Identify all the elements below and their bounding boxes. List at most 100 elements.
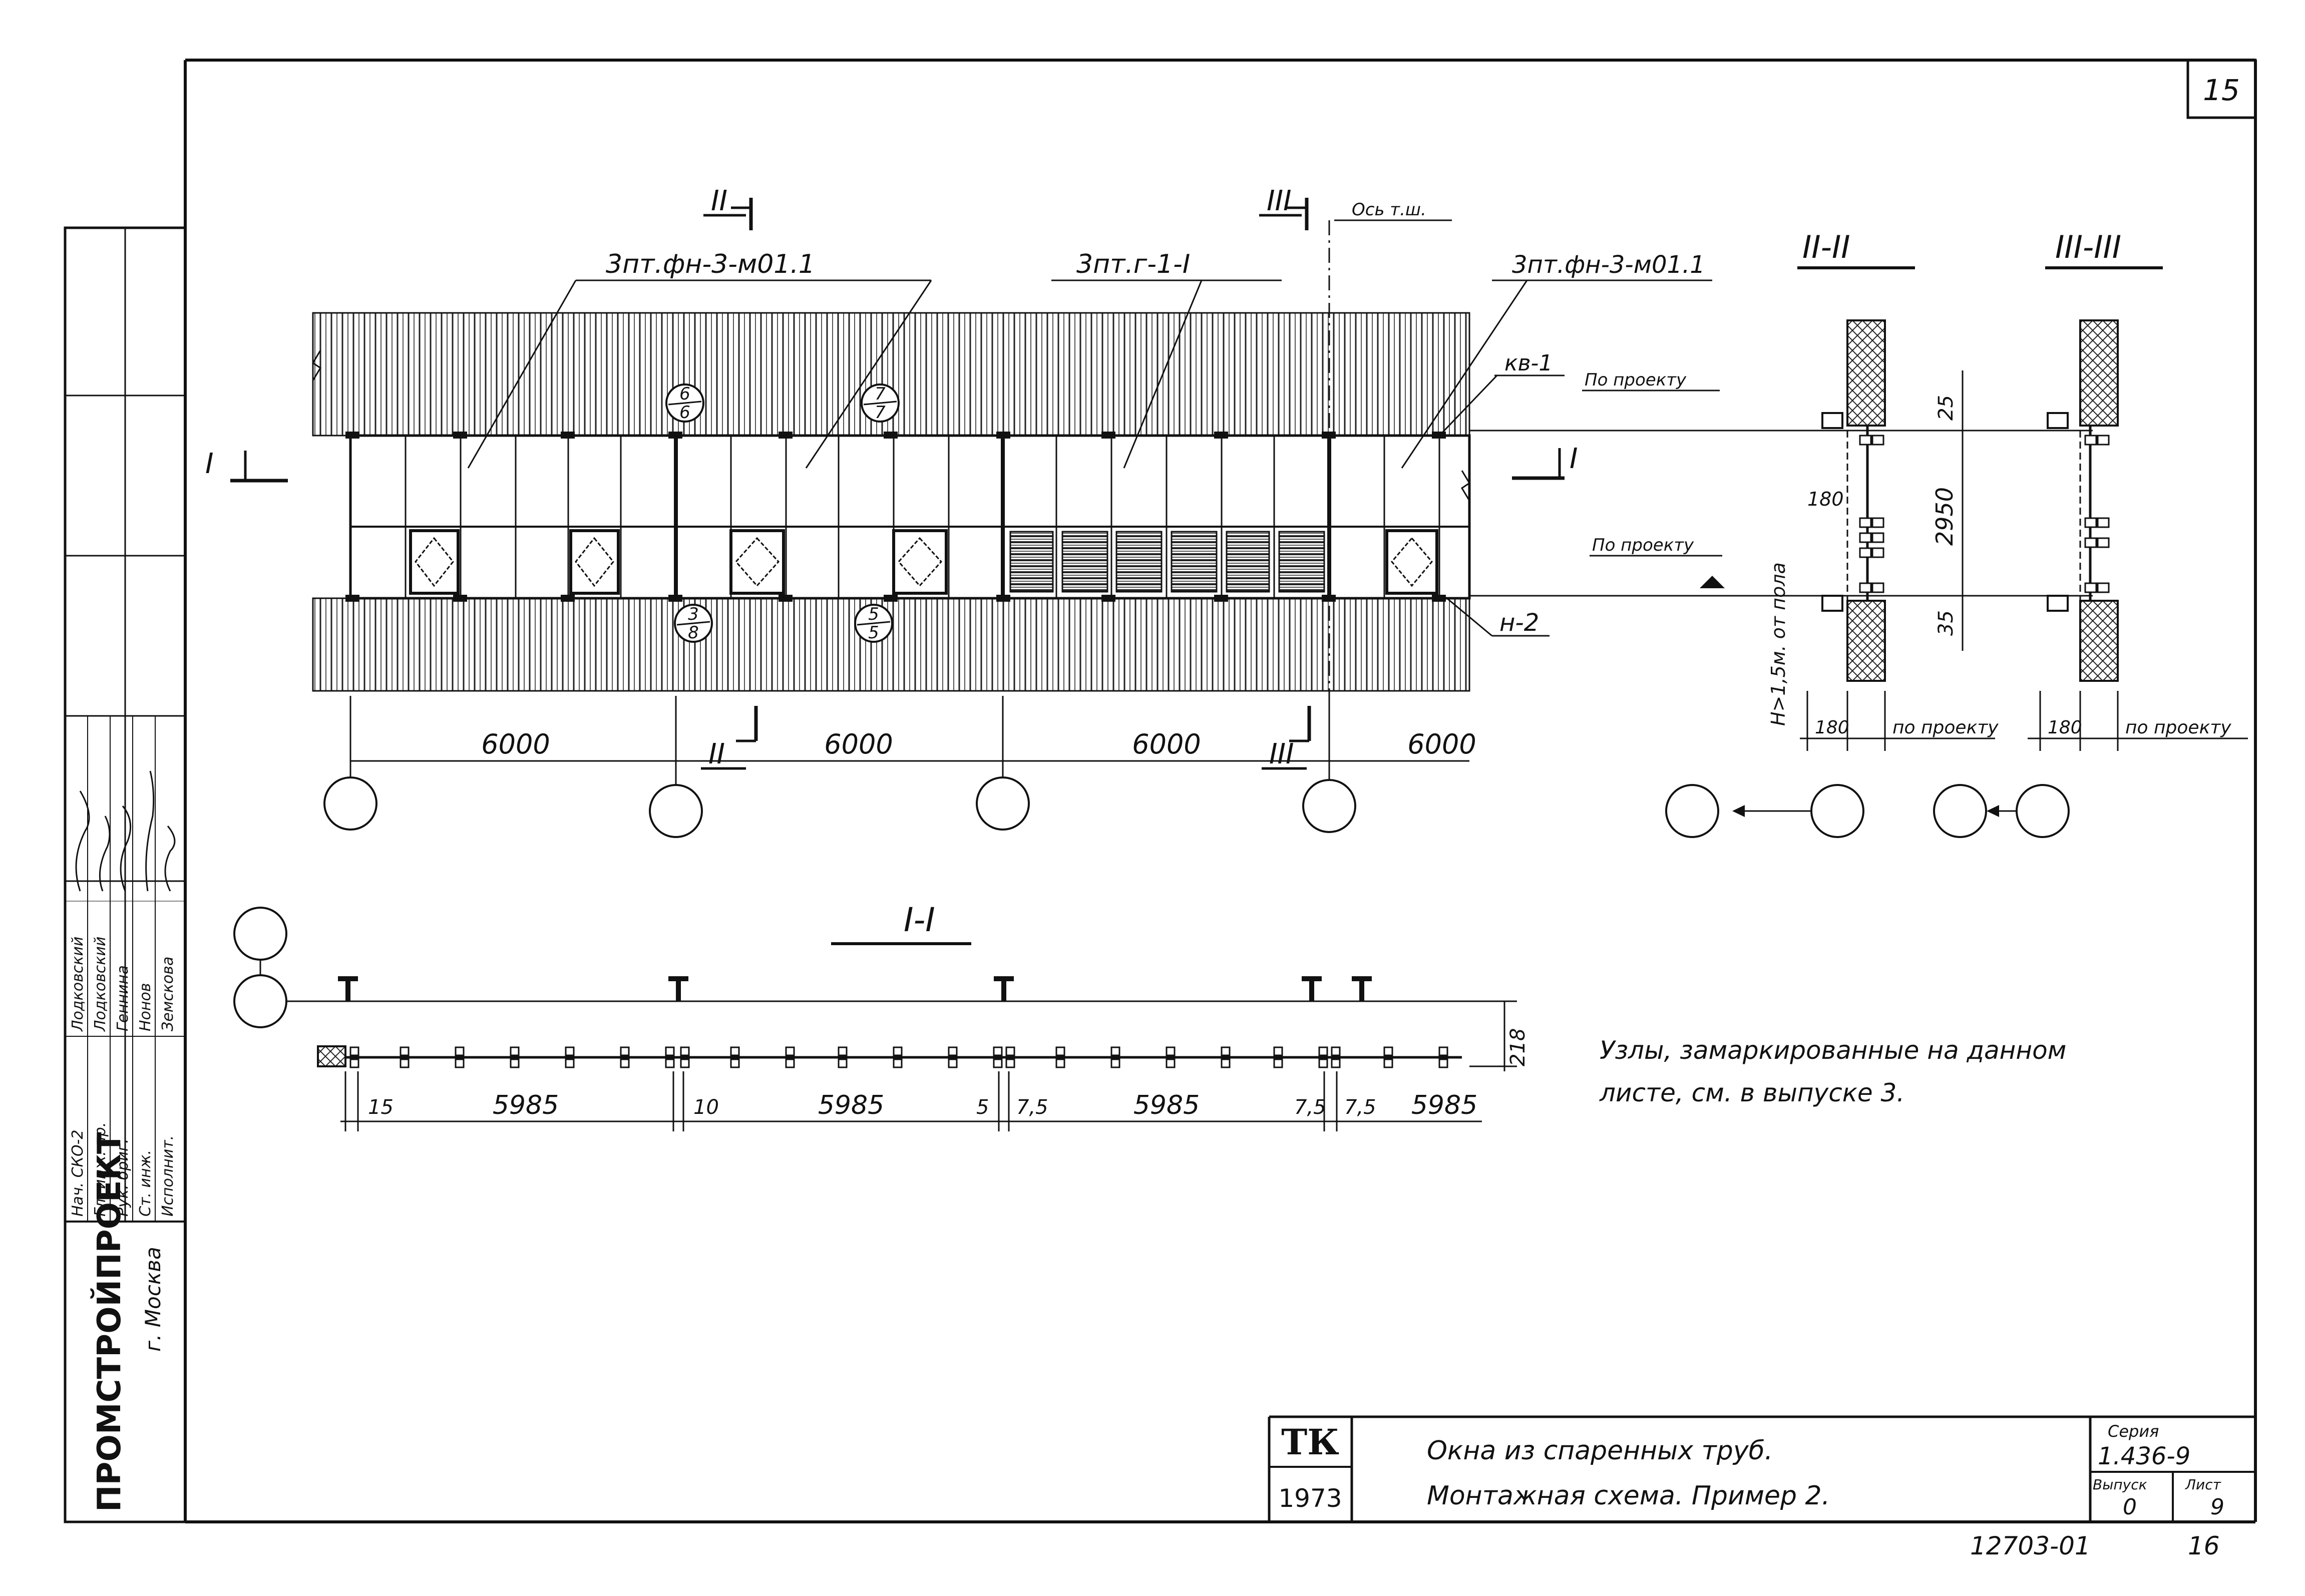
svg-text:3пт.фн-3-м01.1: 3пт.фн-3-м01.1 bbox=[606, 249, 815, 279]
svg-text:I: I bbox=[205, 448, 214, 480]
svg-text:по проекту: по проекту bbox=[1892, 717, 1999, 738]
svg-text:5985: 5985 bbox=[1133, 1090, 1200, 1120]
svg-text:6000: 6000 bbox=[1132, 728, 1201, 760]
svg-text:35: 35 bbox=[1935, 610, 1958, 636]
svg-text:н-2: н-2 bbox=[1499, 609, 1539, 637]
axis-bubble bbox=[233, 974, 287, 1028]
stamp-role-4: Исполнит. bbox=[159, 1135, 177, 1217]
title-line-1: Окна из спаренных труб. bbox=[1427, 1436, 1773, 1466]
svg-text:5985: 5985 bbox=[493, 1090, 559, 1120]
title-line-2: Монтажная схема. Пример 2. bbox=[1427, 1481, 1830, 1511]
sheet-number: 15 bbox=[2203, 73, 2240, 107]
section-mark-II-bottom: II bbox=[701, 706, 758, 770]
signature bbox=[99, 816, 111, 892]
svg-text:180: 180 bbox=[1815, 717, 1849, 738]
stamp-name-2: Геннина bbox=[114, 965, 132, 1031]
louver-panels bbox=[1009, 531, 1325, 593]
section-I-I: I-I bbox=[233, 901, 1529, 1131]
section-mark-I-left: I bbox=[205, 448, 288, 483]
stamp-name-1: Лодковский bbox=[92, 937, 109, 1032]
svg-text:6: 6 bbox=[679, 384, 690, 404]
svg-text:25: 25 bbox=[1935, 395, 1958, 421]
svg-text:7,5: 7,5 bbox=[1344, 1096, 1376, 1119]
section-I-title: I-I bbox=[904, 901, 935, 939]
stamp-name-4: Земскова bbox=[159, 957, 177, 1031]
node-callout: 5 5 bbox=[854, 604, 893, 643]
section-mark-II-top: II bbox=[703, 185, 753, 230]
node-callout: 7 7 bbox=[861, 383, 900, 423]
signature bbox=[164, 826, 176, 892]
node-callout: 6 6 bbox=[665, 383, 704, 423]
section-mark-III-bottom: III bbox=[1262, 706, 1311, 770]
note: Узлы, замаркированные на данном листе, с… bbox=[1599, 1036, 2066, 1107]
svg-text:по проекту: по проекту bbox=[2125, 717, 2231, 738]
drawing-code: 12703-01 bbox=[1970, 1531, 2091, 1560]
signature bbox=[120, 806, 132, 892]
title-block: ТК 1973 Окна из спаренных труб. Монтажна… bbox=[1268, 1415, 2255, 1522]
svg-text:5985: 5985 bbox=[818, 1090, 884, 1120]
elevation-view: Ось т.ш. II III I I II bbox=[205, 185, 1712, 838]
page-total: 16 bbox=[2188, 1531, 2220, 1560]
svg-text:6000: 6000 bbox=[824, 728, 893, 760]
svg-text:10: 10 bbox=[693, 1096, 719, 1119]
svg-text:I: I bbox=[1570, 443, 1578, 475]
issue-label: Выпуск bbox=[2093, 1476, 2147, 1493]
signature bbox=[145, 770, 155, 892]
svg-text:3: 3 bbox=[688, 604, 699, 624]
stamp-organization: ПРОМСТРОЙПРОЕКТ bbox=[90, 1132, 128, 1512]
svg-text:кв-1: кв-1 bbox=[1504, 350, 1553, 376]
node-callout: 3 8 bbox=[674, 604, 713, 643]
svg-text:5985: 5985 bbox=[1411, 1090, 1477, 1120]
sheet-number-box: 15 bbox=[2186, 59, 2257, 119]
series-label: Серия bbox=[2108, 1422, 2159, 1441]
vent-panels bbox=[409, 529, 1438, 595]
svg-text:5: 5 bbox=[976, 1096, 989, 1119]
svg-text:7,5: 7,5 bbox=[1294, 1096, 1326, 1119]
axis-label: Ось т.ш. bbox=[1352, 200, 1426, 220]
section-II-II: II-II По проекту По проекту Н>1,5м. от п… bbox=[1469, 229, 2093, 838]
svg-text:7: 7 bbox=[875, 403, 886, 423]
svg-text:По проекту: По проекту bbox=[1592, 535, 1694, 555]
sheet-value: 9 bbox=[2210, 1494, 2224, 1520]
svg-text:По проекту: По проекту bbox=[1585, 370, 1687, 390]
svg-text:листе, см. в выпуске 3.: листе, см. в выпуске 3. bbox=[1599, 1078, 1904, 1107]
svg-text:6000: 6000 bbox=[481, 728, 550, 760]
stamp-role-1: Гл. инж. пр. bbox=[92, 1122, 109, 1217]
axis-bubble bbox=[1665, 784, 1719, 838]
svg-text:Узлы, замаркированные на данно: Узлы, замаркированные на данном bbox=[1600, 1036, 2066, 1065]
pipe-joints bbox=[349, 1046, 1448, 1068]
svg-text:3пт.фн-3-м01.1: 3пт.фн-3-м01.1 bbox=[1512, 251, 1705, 279]
svg-text:Н>1,5м. от пола: Н>1,5м. от пола bbox=[1767, 562, 1789, 726]
stamp-role-3: Ст. инж. bbox=[137, 1150, 154, 1217]
section-mark-III-top: III bbox=[1259, 185, 1309, 230]
stamp-role-2: Рук. бриг. bbox=[114, 1139, 132, 1217]
year: 1973 bbox=[1278, 1484, 1342, 1513]
axis-bubble bbox=[976, 776, 1030, 831]
svg-text:II: II bbox=[708, 738, 725, 770]
axis-bubble bbox=[323, 776, 377, 831]
series-value: 1.436-9 bbox=[2098, 1442, 2190, 1470]
section-mark-I-right: I bbox=[1512, 443, 1578, 480]
svg-text:3пт.г-1-I: 3пт.г-1-I bbox=[1076, 249, 1190, 279]
elevation-dimensions: 6000 6000 6000 6000 bbox=[323, 696, 1476, 838]
svg-text:2950: 2950 bbox=[1931, 487, 1958, 546]
svg-text:8: 8 bbox=[688, 623, 699, 643]
org-logo: ТК bbox=[1281, 1421, 1339, 1463]
axis-bubble bbox=[1810, 784, 1864, 838]
svg-text:III: III bbox=[1269, 738, 1294, 770]
svg-text:180: 180 bbox=[2048, 717, 2082, 738]
column-marks bbox=[338, 976, 1372, 1001]
axis-bubble bbox=[1933, 784, 1987, 838]
leader-labels: 3пт.фн-3-м01.1 3пт.г-1-I 3пт.фн-3-м01.1 … bbox=[467, 249, 1712, 637]
stamp-name-0: Лодковский bbox=[69, 937, 87, 1032]
svg-text:III: III bbox=[1267, 185, 1292, 217]
svg-text:180: 180 bbox=[1807, 488, 1844, 510]
stamp-role-0: Нач. СКО-2 bbox=[69, 1129, 87, 1217]
svg-text:218: 218 bbox=[1506, 1028, 1529, 1066]
section-II-title: II-II bbox=[1802, 229, 1850, 265]
stamp-name-3: Нонов bbox=[137, 983, 154, 1031]
stamp-city: г. Москва bbox=[141, 1247, 165, 1352]
section-III-III: III-III 180 по проекту bbox=[1933, 229, 2248, 838]
